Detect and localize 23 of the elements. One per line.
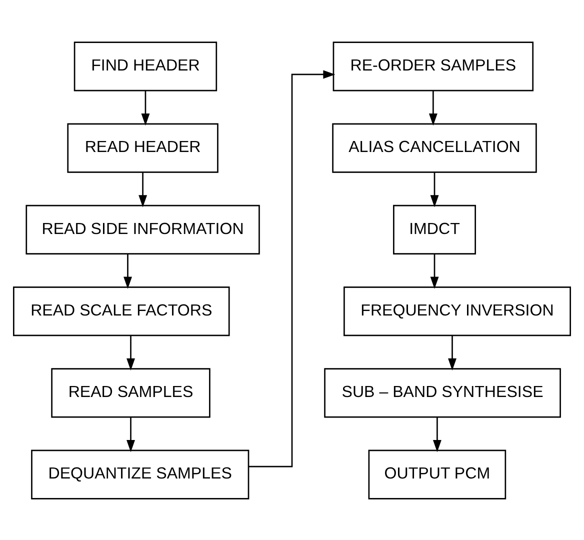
node-box: RE-ORDER SAMPLES <box>332 41 534 91</box>
arrow <box>432 416 442 452</box>
arrow <box>428 90 438 126</box>
arrow <box>138 172 148 207</box>
node-box: FREQUENCY INVERSION <box>344 286 571 336</box>
arrow <box>124 254 132 288</box>
node-box: READ HEADER <box>67 122 218 172</box>
arrow <box>126 335 135 370</box>
arrow <box>141 90 150 126</box>
arrow <box>430 254 439 288</box>
node-box: SUB – BAND SYNTHESISE <box>324 368 561 418</box>
node-box: IMDCT <box>393 204 476 254</box>
arrow <box>126 416 135 452</box>
node-box: READ SAMPLES <box>51 368 210 418</box>
arrow <box>430 172 439 207</box>
node-box: ALIAS CANCELLATION <box>332 122 537 172</box>
node-box: READ SCALE FACTORS <box>13 286 230 336</box>
node-box: DEQUANTIZE SAMPLES <box>31 449 250 499</box>
node-box: READ SIDE INFORMATION <box>26 204 260 254</box>
arrow <box>248 70 336 467</box>
arrow <box>448 335 456 370</box>
node-box: OUTPUT PCM <box>368 449 506 499</box>
node-box: FIND HEADER <box>74 41 218 91</box>
